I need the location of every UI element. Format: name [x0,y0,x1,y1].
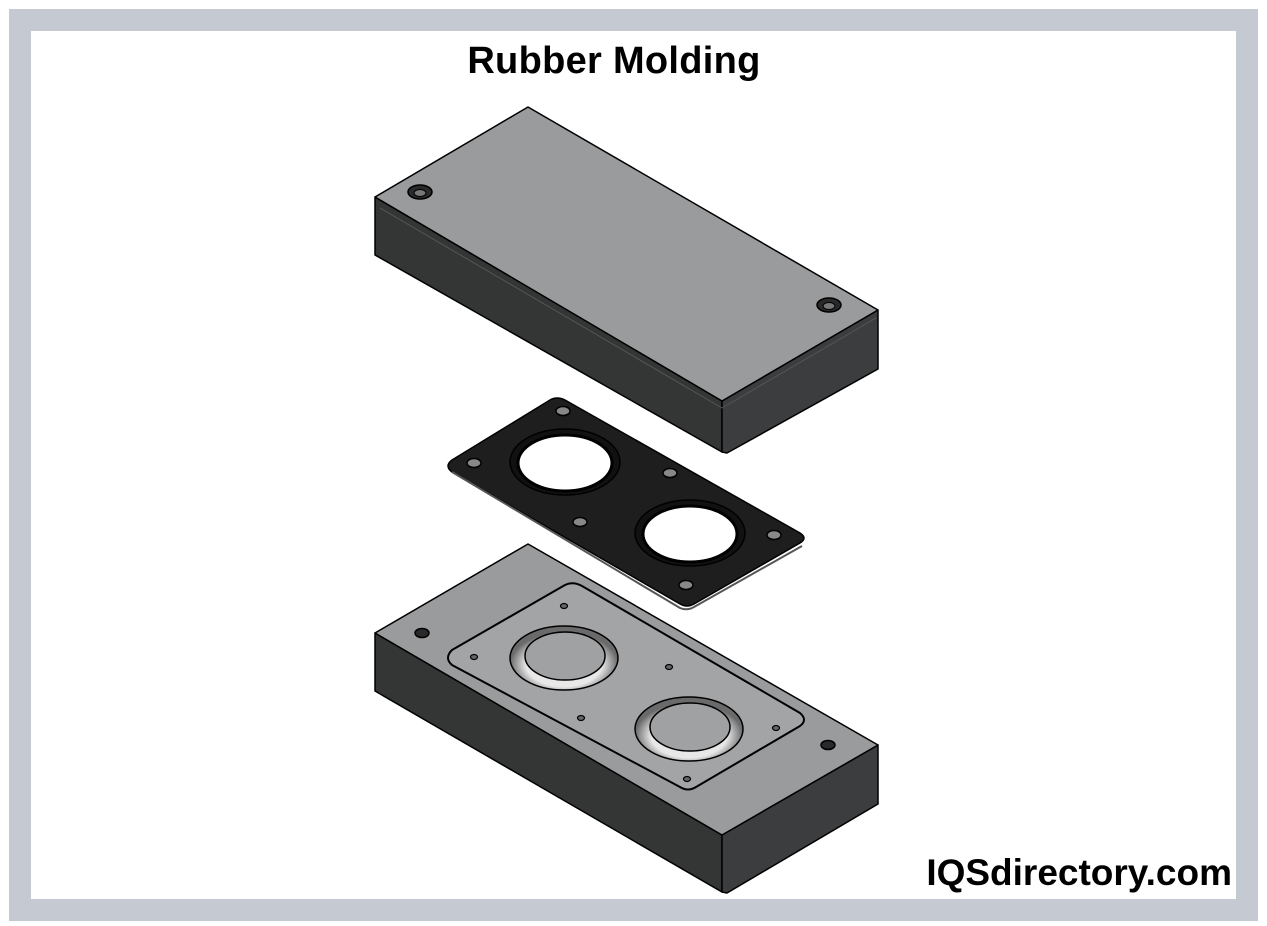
top-mold-plate [374,106,879,454]
cavity-core [509,625,619,691]
diagram-title: Rubber Molding [467,40,761,82]
bolt-hole-icon [414,627,430,639]
bolt-hole-icon [407,184,433,200]
top-plate-top-face [374,106,879,402]
guide-pin-holes [469,602,781,783]
gasket-cavity [634,499,746,567]
bolt-hole-icon [816,297,842,313]
gasket-pin-holes [466,405,782,591]
bottom-mold-plate [374,543,879,894]
gasket-cavity [509,428,621,496]
cavity-core [634,696,744,762]
watermark-text: IQSdirectory.com [926,852,1232,893]
rubber-gasket [447,397,805,611]
bolt-hole-icon [820,739,836,751]
